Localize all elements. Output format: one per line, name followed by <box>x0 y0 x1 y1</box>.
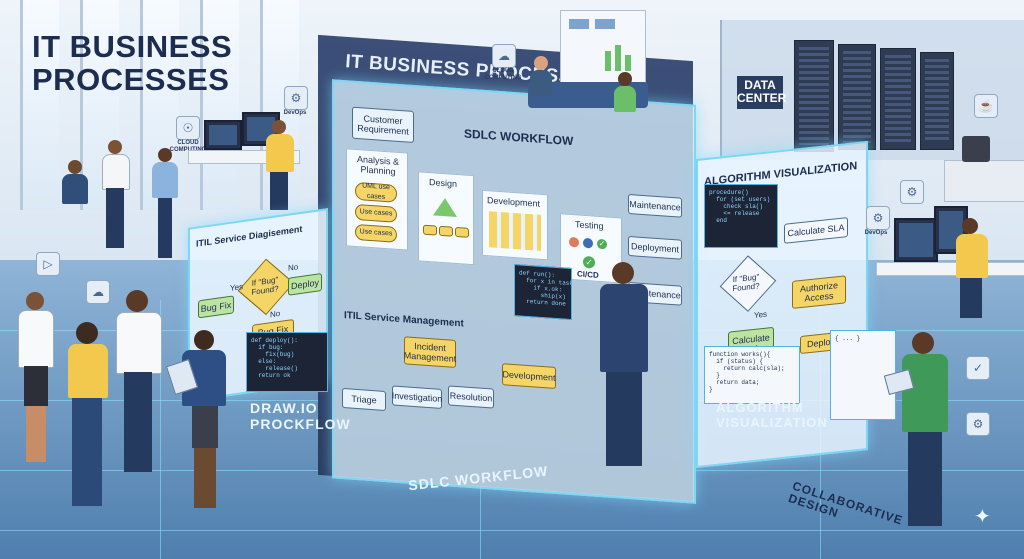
yes-label: Yes <box>754 309 768 320</box>
drawio-floor-label: DRAW.IO PROCKFLOW <box>250 400 351 432</box>
test-avatar <box>569 236 579 248</box>
cloud-icon: ☁ <box>86 280 110 304</box>
chart-bar <box>615 45 621 71</box>
floor-gridline <box>0 530 1024 531</box>
chart-bar <box>605 51 611 71</box>
calculate-sla-node: Calculate SLA <box>784 217 848 244</box>
design-label: Design <box>429 177 458 190</box>
coffee-icon: ☕ <box>974 94 998 118</box>
gear-icon: ⚙ <box>966 412 990 436</box>
floor-gridline <box>160 300 161 559</box>
gear-icon: ⚙ <box>866 206 890 230</box>
design-triangle-icon <box>433 197 457 218</box>
development-panel: Development <box>482 189 548 261</box>
cloud-computing-sign: CLOUD COMPUTING <box>484 68 522 81</box>
code-snippet: { ... } <box>830 330 896 420</box>
chart-bar <box>625 55 631 71</box>
shield-icon: ☉ <box>176 116 200 140</box>
chart-block <box>569 19 589 29</box>
investigation-node: Investigation <box>392 385 442 409</box>
test-avatar <box>583 237 593 249</box>
cloud-sign: CLOUD COMPUTING <box>170 140 207 153</box>
customer-requirement-node: Customer Requirement <box>352 106 414 144</box>
server-rack <box>838 44 876 150</box>
code-snippet: procedure() for (set users) check sla() … <box>704 184 778 248</box>
server-rack <box>920 52 954 150</box>
wall-chart <box>560 10 646 84</box>
authorize-access-node: Authorize Access <box>792 275 846 309</box>
uml-use-cases-node: UML use cases <box>355 181 397 203</box>
no-label: No <box>270 308 281 320</box>
chart-block <box>595 19 615 29</box>
design-node <box>455 226 469 238</box>
development-label: Development <box>487 195 541 209</box>
bug-fix-node: Bug Fix <box>198 295 234 319</box>
server-rack <box>880 48 916 150</box>
gear-icon: ⚙ <box>900 180 924 204</box>
development-node: Development <box>502 363 556 389</box>
shield-icon: ✓ <box>966 356 990 380</box>
algorithm-floor-label: ALGORITHM VISUALIZATION <box>716 400 828 430</box>
sdlc-title: SDLC WORKFLOW <box>464 126 574 149</box>
deploy-node: Deploy <box>288 273 322 296</box>
ci-cd-label: CI/CD <box>577 269 599 280</box>
code-snippet: function works(){ if (status) { return c… <box>704 346 800 404</box>
no-label: No <box>288 262 299 273</box>
kanban-board <box>489 211 541 251</box>
cloud-icon: ☁ <box>492 44 516 68</box>
deployment-node: Deployment <box>628 235 682 260</box>
monitor <box>204 120 242 150</box>
play-icon: ▷ <box>36 252 60 276</box>
maintenance-node: Maintenance <box>628 193 682 218</box>
check-icon: ✓ <box>597 238 607 250</box>
page-title: IT BUSINESS PROCESSES <box>32 29 233 97</box>
use-cases-node: Use cases <box>355 223 397 243</box>
sparkle-icon: ✦ <box>974 506 991 528</box>
server-rack <box>794 40 834 152</box>
devops-sign: DevOps <box>283 110 307 116</box>
monitor <box>894 218 938 262</box>
devops-icon: ⚙ <box>284 86 308 110</box>
itil-service-management-title: ITIL Service Management <box>344 310 464 330</box>
coffee-machine <box>962 136 990 162</box>
code-snippet: def deploy(): if bug: fix(bug) else: rel… <box>246 332 328 392</box>
analysis-panel: Analysis & Planning UML use cases Use ca… <box>346 148 408 251</box>
design-node <box>423 224 437 236</box>
data-center-sign: DATA CENTER <box>737 76 786 109</box>
itil-board-title: ITIL Service Diagisement <box>196 223 303 249</box>
analysis-planning-label: Analysis & Planning <box>356 154 400 177</box>
check-icon: ✓ <box>583 255 595 269</box>
design-panel: Design <box>418 171 474 266</box>
window-pane <box>20 0 59 210</box>
window-pane <box>200 0 239 210</box>
testing-label: Testing <box>575 219 604 232</box>
desk <box>876 262 1024 276</box>
counter <box>944 160 1024 202</box>
yes-label: Yes <box>230 282 244 293</box>
code-snippet: def run(): for x in tasks: if x.ok: ship… <box>514 264 572 321</box>
resolution-node: Resolution <box>448 385 494 409</box>
devops-sign: DevOps <box>864 230 888 236</box>
incident-management-node: Incident Management <box>404 336 456 368</box>
triage-node: Triage <box>342 387 386 412</box>
design-node <box>439 225 453 237</box>
use-cases-node: Use cases <box>355 203 397 223</box>
